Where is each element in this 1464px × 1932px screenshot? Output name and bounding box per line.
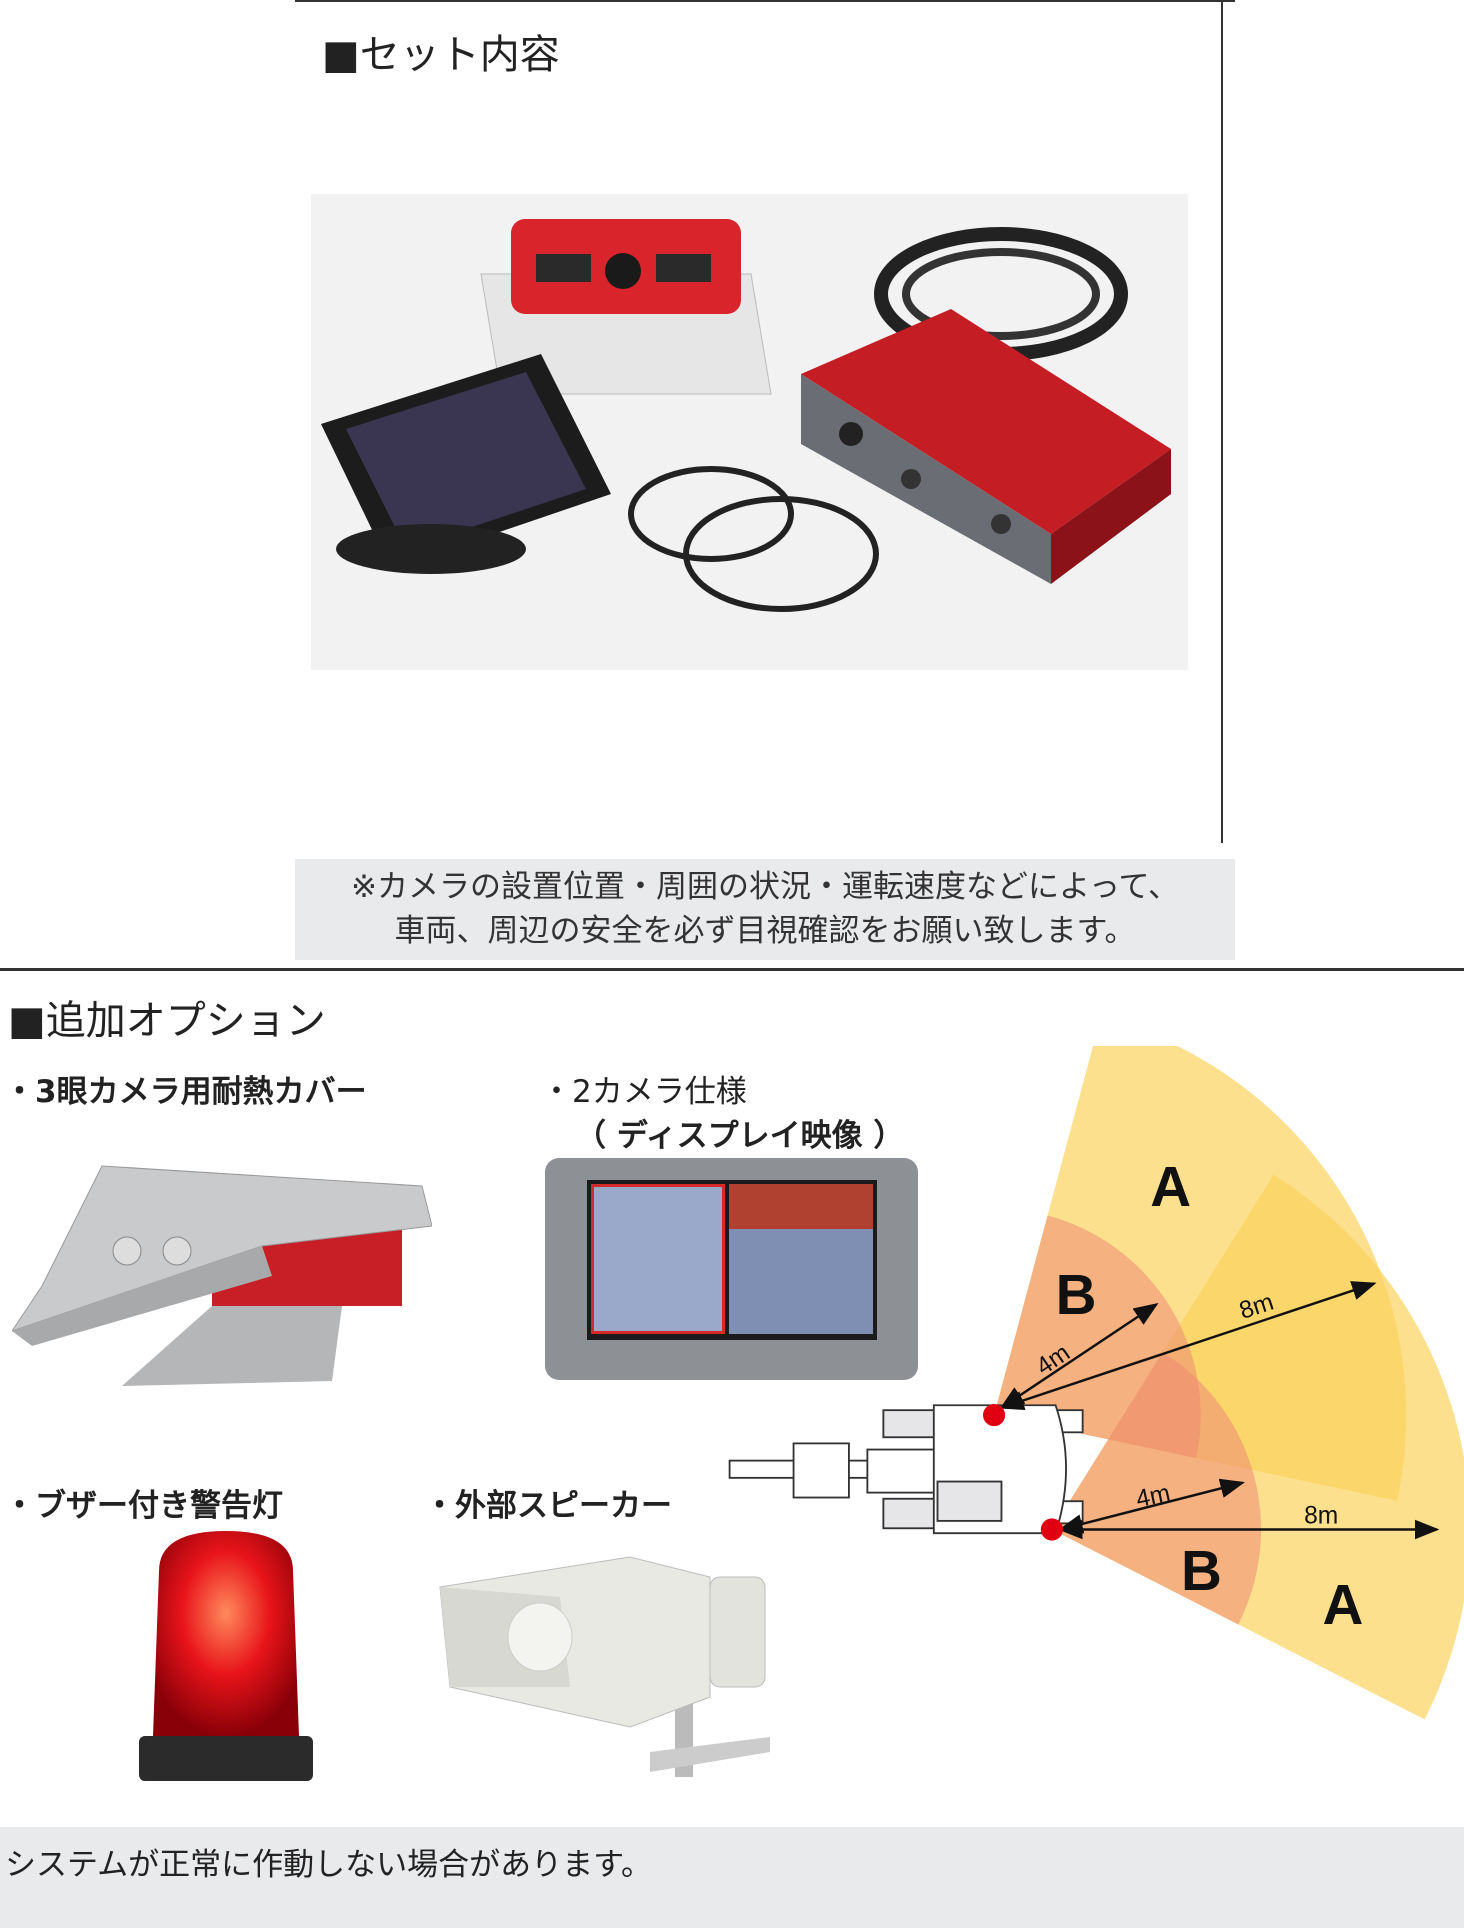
forklift-vehicle: [728, 1404, 1084, 1535]
zone-b-label-lower: B: [1181, 1539, 1222, 1602]
speaker-photo: [430, 1537, 787, 1790]
option-warning-light-label: ・ブザー付き警告灯: [4, 1488, 283, 1524]
options-heading: ■追加オプション: [8, 998, 326, 1044]
zone-a-label-upper: A: [1150, 1155, 1191, 1218]
section-divider: [0, 968, 1464, 971]
range-arrows: [999, 1281, 1440, 1540]
safety-note-line-2: 車両、周辺の安全を必ず目視確認をお願い致します。: [394, 913, 1136, 949]
top-rule: [295, 0, 1235, 2]
heat-cover-photo: [12, 1156, 432, 1392]
far-range-label-lower: 8m: [1304, 1502, 1338, 1529]
two-camera-display-photo: [545, 1158, 918, 1380]
sensor-dot-upper: [983, 1404, 1006, 1427]
right-camera-view: [729, 1184, 873, 1334]
set-contents-photo: [311, 194, 1188, 670]
footer-band: システムが正常に作動しない場合があります。: [0, 1827, 1464, 1928]
option-two-camera-label: ・2カメラ仕様: [541, 1074, 747, 1110]
footer-text: システムが正常に作動しない場合があります。: [5, 1847, 652, 1883]
left-camera-view: [591, 1184, 725, 1334]
safety-note: ※カメラの設置位置・周囲の状況・運転速度などによって、 車両、周辺の安全を必ず目…: [295, 859, 1235, 960]
safety-note-line-1: ※カメラの設置位置・周囲の状況・運転速度などによって、: [351, 869, 1179, 905]
warning-light-photo: [129, 1531, 323, 1786]
option-speaker-label: ・外部スピーカー: [424, 1488, 672, 1524]
right-rule: [1221, 0, 1223, 843]
option-two-camera-sublabel: （ ディスプレイ映像 ）: [575, 1118, 905, 1154]
set-contents-heading: ■セット内容: [322, 32, 560, 78]
zone-a-label-lower: A: [1323, 1573, 1364, 1636]
sensor-dot-lower: [1040, 1518, 1063, 1541]
option-heat-cover-label: ・3眼カメラ用耐熱カバー: [4, 1074, 367, 1110]
detection-range-diagram: A B B A 4m 8m 4m 8m: [689, 1046, 1464, 1735]
zone-b-label-upper: B: [1056, 1263, 1097, 1326]
